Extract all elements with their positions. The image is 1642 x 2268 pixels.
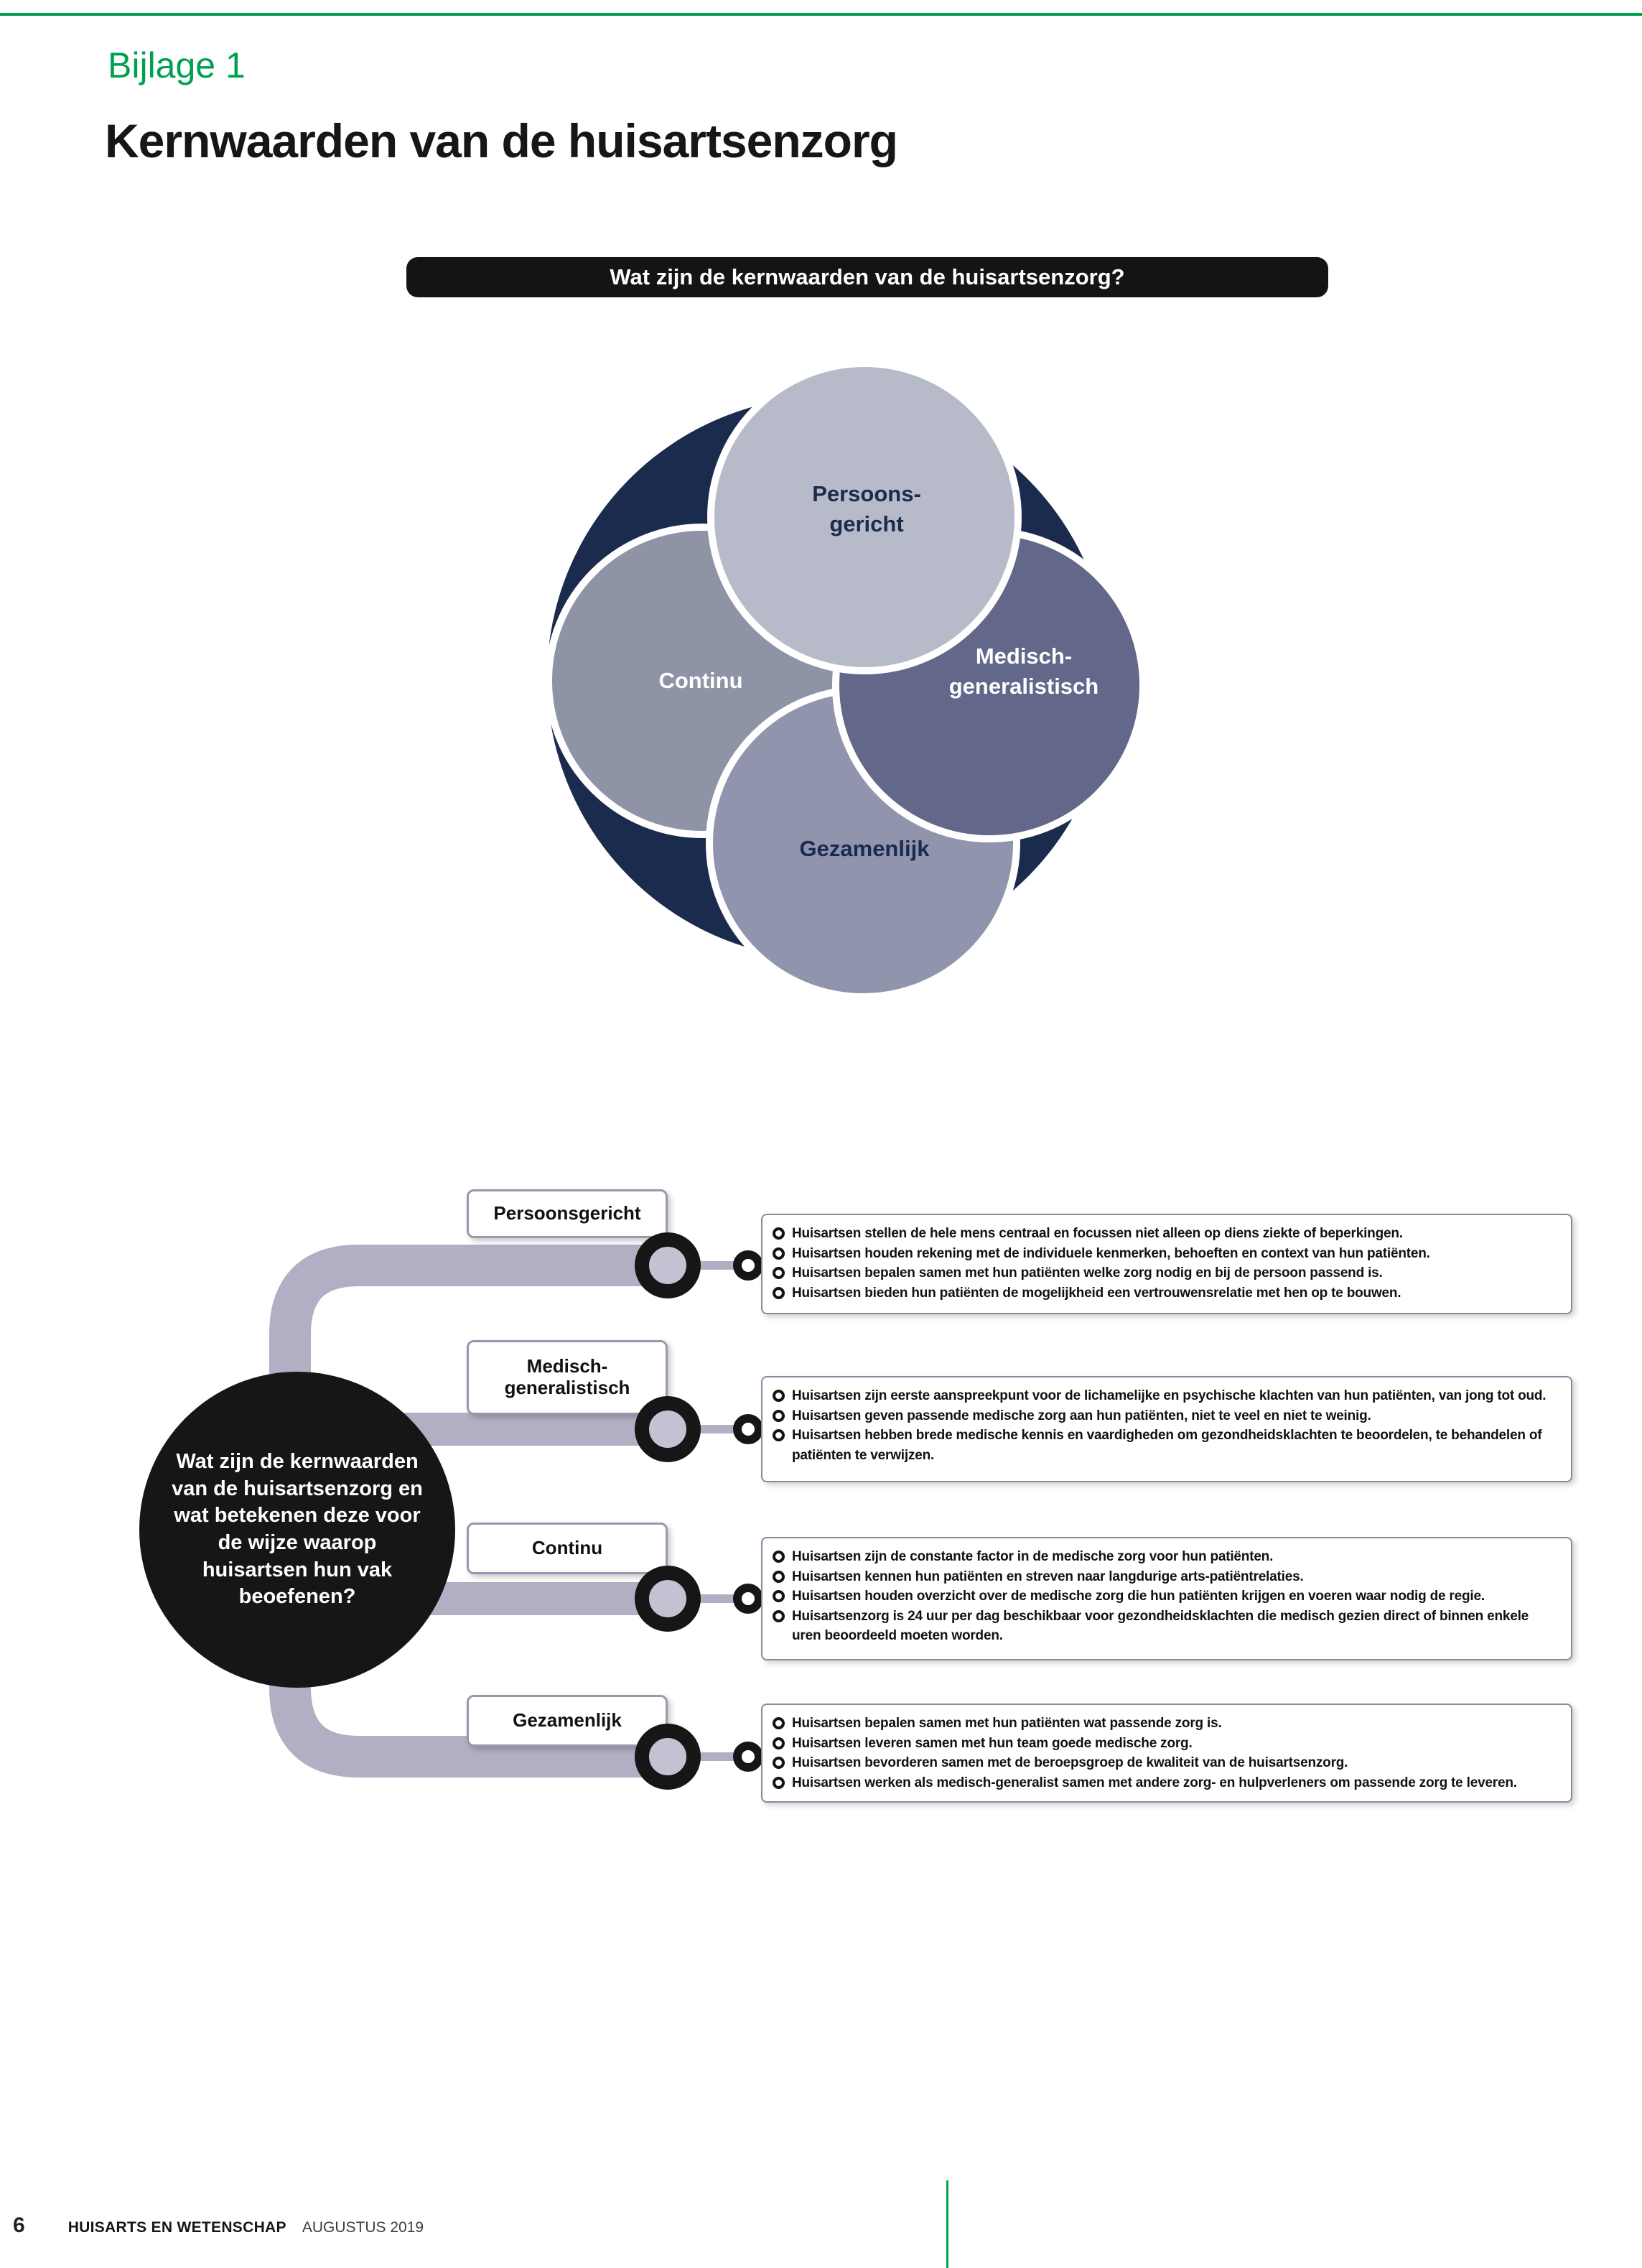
bullet-item: Huisartsen leveren samen met hun team go… [773,1734,1561,1754]
branch-label-persoonsgericht: Persoonsgericht [467,1189,668,1238]
bullet-text: Huisartsen houden overzicht over de medi… [792,1589,1485,1604]
issue-date: AUGUSTUS 2019 [302,2219,424,2236]
petal-label-persoonsgericht-line2: gericht [829,511,903,536]
ring-bullet-icon [773,1390,785,1402]
bullet-box-medisch-generalistisch: Huisartsen zijn eerste aanspreekpunt voo… [761,1376,1572,1482]
bullet-list: Huisartsen zijn de constante factor in d… [773,1547,1561,1646]
page-title: Kernwaarden van de huisartsenzorg [105,114,898,167]
donut-node-icon [635,1232,701,1298]
bullet-item: Huisartsenzorg is 24 uur per dag beschik… [773,1607,1561,1646]
bullet-item: Huisartsen bepalen samen met hun patiënt… [773,1714,1561,1734]
core-values-pinwheel-figure: Persoons- gericht Continu Medisch- gener… [545,360,1147,1000]
bullet-item: Huisartsen hebben brede medische kennis … [773,1426,1561,1465]
bullet-list: Huisartsen bepalen samen met hun patiënt… [773,1714,1561,1793]
ring-bullet-icon [773,1409,785,1422]
bullet-text: Huisartsen stellen de hele mens centraal… [792,1226,1403,1241]
branch-label-continu: Continu [467,1523,668,1574]
bottom-accent-line [946,2180,948,2268]
bullet-text: Huisartsen werken als medisch-generalist… [792,1775,1517,1790]
bullet-list: Huisartsen stellen de hele mens centraal… [773,1224,1561,1303]
journal-name: HUISARTS EN WETENSCHAP [67,2219,286,2236]
ring-bullet-icon [773,1227,785,1240]
donut-small-node-icon [733,1584,763,1614]
petal-label-gezamenlijk: Gezamenlijk [800,836,930,861]
donut-node-icon [635,1396,701,1462]
donut-node-icon [635,1724,701,1790]
donut-small-node-icon [733,1742,763,1772]
ring-bullet-icon [773,1757,785,1770]
petal-persoonsgericht [707,360,1022,674]
branch-label-medisch-generalistisch: Medisch-generalistisch [467,1340,668,1415]
question-banner-text: Wat zijn de kernwaarden van de huisartse… [610,264,1125,289]
ring-bullet-icon [773,1609,785,1622]
bullet-box-gezamenlijk: Huisartsen bepalen samen met hun patiënt… [761,1704,1572,1803]
appendix-label: Bijlage 1 [108,45,246,85]
bullet-item: Huisartsen zijn de constante factor in d… [773,1547,1561,1567]
bullet-item: Huisartsen bepalen samen met hun patiënt… [773,1263,1561,1283]
ring-bullet-icon [773,1737,785,1749]
bullet-text: Huisartsen zijn de constante factor in d… [792,1549,1274,1564]
bullet-item: Huisartsen bevorderen samen met de beroe… [773,1753,1561,1773]
ring-bullet-icon [773,1590,785,1603]
ring-bullet-icon [773,1267,785,1280]
top-rule [0,13,1642,16]
bullet-item: Huisartsen kennen hun patiënten en strev… [773,1567,1561,1587]
bullet-item: Huisartsen houden overzicht over de medi… [773,1586,1561,1607]
bullet-item: Huisartsen geven passende medische zorg … [773,1406,1561,1426]
bullet-text: Huisartsen geven passende medische zorg … [792,1408,1371,1423]
ring-bullet-icon [773,1286,785,1299]
ring-bullet-icon [773,1247,785,1260]
ring-bullet-icon [773,1429,785,1442]
question-banner: Wat zijn de kernwaarden van de huisartse… [406,257,1328,297]
bullet-text: Huisartsen leveren samen met hun team go… [792,1735,1193,1751]
ring-bullet-icon [773,1570,785,1583]
branch-label-gezamenlijk: Gezamenlijk [467,1695,668,1747]
question-circle-text: Wat zijn de kernwaarden van de huisartse… [172,1449,423,1609]
petal-label-persoonsgericht-line1: Persoons- [812,481,921,506]
ring-bullet-icon [773,1717,785,1729]
bullet-item: Huisartsen zijn eerste aanspreekpunt voo… [773,1386,1561,1406]
bullet-text: Huisartsen kennen hun patiënten en strev… [792,1568,1304,1584]
bullet-text: Huisartsen zijn eerste aanspreekpunt voo… [792,1388,1547,1403]
donut-small-node-icon [733,1414,763,1444]
donut-small-node-icon [733,1250,763,1281]
bullet-list: Huisartsen zijn eerste aanspreekpunt voo… [773,1386,1561,1465]
bullet-box-persoonsgericht: Huisartsen stellen de hele mens centraal… [761,1214,1572,1314]
petal-label-medisch-line2: generalistisch [949,674,1098,699]
petal-label-medisch-line1: Medisch- [976,643,1072,669]
bullet-text: Huisartsenzorg is 24 uur per dag beschik… [792,1608,1529,1644]
ring-bullet-icon [773,1551,785,1563]
question-circle: Wat zijn de kernwaarden van de huisartse… [139,1372,455,1688]
bullet-text: Huisartsen bieden hun patiënten de mogel… [792,1285,1401,1301]
page-number: 6 [13,2213,25,2237]
bullet-text: Huisartsen houden rekening met de indivi… [792,1245,1430,1261]
donut-node-icon [635,1566,701,1632]
bullet-text: Huisartsen bepalen samen met hun patiënt… [792,1265,1383,1281]
petal-label-continu: Continu [658,668,742,693]
bullet-item: Huisartsen werken als medisch-generalist… [773,1773,1561,1793]
bullet-text: Huisartsen bevorderen samen met de beroe… [792,1755,1348,1771]
bullet-box-continu: Huisartsen zijn de constante factor in d… [761,1537,1572,1660]
bullet-item: Huisartsen bieden hun patiënten de mogel… [773,1283,1561,1303]
bullet-text: Huisartsen bepalen samen met hun patiënt… [792,1716,1222,1731]
bullet-item: Huisartsen stellen de hele mens centraal… [773,1224,1561,1244]
page-footer: 6 HUISARTS EN WETENSCHAP AUGUSTUS 2019 [13,2213,424,2238]
bullet-text: Huisartsen hebben brede medische kennis … [792,1428,1542,1463]
bullet-item: Huisartsen houden rekening met de indivi… [773,1244,1561,1264]
ring-bullet-icon [773,1776,785,1789]
